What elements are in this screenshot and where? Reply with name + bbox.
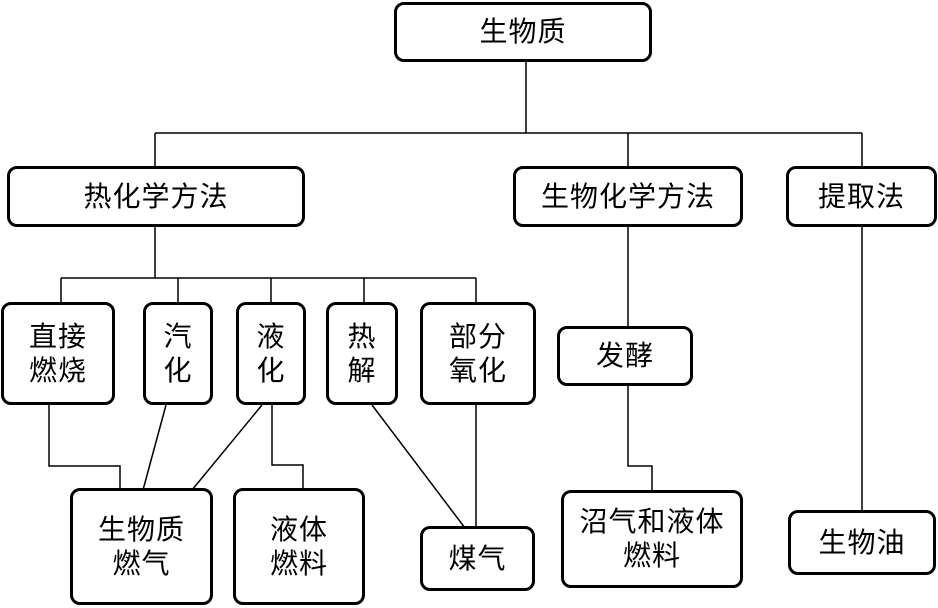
node-marsh-gas-liquid-fuel-label: 沼气和液体 燃料: [579, 505, 725, 572]
node-pyrolysis: 热 解: [326, 302, 398, 405]
node-coal-gas: 煤气: [420, 526, 535, 591]
node-biomass-label: 生物质: [479, 15, 567, 48]
node-gasification-label: 汽 化: [163, 319, 193, 387]
node-liquid-fuel-label: 液体 燃料: [269, 512, 328, 580]
node-partial-oxidation-label: 部分 氧化: [448, 319, 507, 387]
node-direct-combustion: 直接 燃烧: [1, 302, 115, 405]
node-coal-gas-label: 煤气: [448, 541, 507, 575]
connector-liquefy-liquidfuel: [271, 405, 304, 490]
node-marsh-gas-liquid-fuel: 沼气和液体 燃料: [561, 490, 743, 588]
node-thermochemical-label: 热化学方法: [83, 179, 229, 213]
node-biochemical-label: 生物化学方法: [540, 179, 715, 213]
node-fermentation: 发酵: [557, 326, 693, 386]
node-direct-combustion-label: 直接 燃烧: [28, 319, 87, 387]
node-liquid-fuel: 液体 燃料: [233, 488, 365, 605]
connector-liquefy-biogas: [191, 404, 263, 491]
node-gasification: 汽 化: [143, 302, 213, 405]
node-liquefaction: 液 化: [236, 302, 306, 405]
node-partial-oxidation: 部分 氧化: [420, 302, 536, 405]
node-biochemical: 生物化学方法: [513, 166, 743, 227]
node-extraction-label: 提取法: [817, 179, 905, 213]
node-liquefaction-label: 液 化: [256, 319, 286, 387]
node-fermentation-label: 发酵: [595, 339, 654, 372]
connector-ferment-marsh: [627, 386, 653, 492]
connector-gasify-biogas: [142, 404, 167, 491]
node-thermochemical: 热化学方法: [7, 166, 305, 227]
node-biomass: 生物质: [394, 2, 652, 62]
connector-pyrolysis-coalgas: [371, 404, 466, 529]
connector-direct-biogas: [48, 405, 121, 490]
node-biomass-gas-label: 生物质 燃气: [97, 512, 185, 580]
node-pyrolysis-label: 热 解: [347, 319, 377, 387]
node-biomass-gas: 生物质 燃气: [70, 488, 213, 605]
node-extraction: 提取法: [786, 166, 937, 227]
node-bio-oil-label: 生物油: [818, 525, 906, 559]
node-bio-oil: 生物油: [788, 510, 936, 575]
